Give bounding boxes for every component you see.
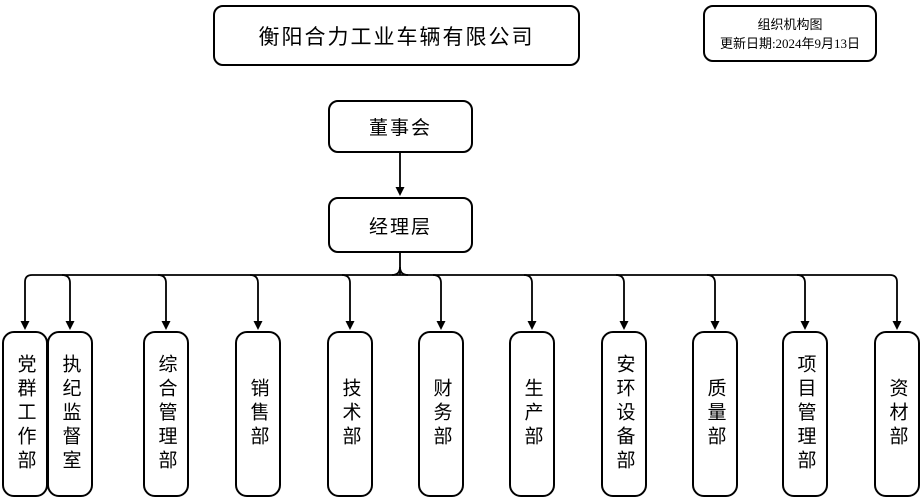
node-board-label: 董事会 bbox=[368, 118, 432, 139]
department-box: 销售部 bbox=[235, 331, 281, 497]
node-management: 经理层 bbox=[328, 197, 473, 253]
department-label: 财务部 bbox=[430, 378, 452, 450]
department-label: 党群工作部 bbox=[14, 354, 36, 474]
department-label: 销售部 bbox=[247, 378, 269, 450]
department-label: 安环设备部 bbox=[613, 354, 635, 474]
department-box: 技术部 bbox=[327, 331, 373, 497]
department-label: 资材部 bbox=[886, 378, 908, 450]
department-label: 综合管理部 bbox=[155, 354, 177, 474]
department-box: 生产部 bbox=[509, 331, 555, 497]
department-label: 执纪监督室 bbox=[59, 354, 81, 474]
node-board: 董事会 bbox=[328, 100, 473, 153]
department-label: 质量部 bbox=[704, 378, 726, 450]
department-label: 技术部 bbox=[339, 378, 361, 450]
legend-updated-date: 更新日期:2024年9月13日 bbox=[719, 35, 861, 51]
department-box: 安环设备部 bbox=[601, 331, 647, 497]
department-box: 执纪监督室 bbox=[47, 331, 93, 497]
legend-title: 组织机构图 bbox=[757, 16, 823, 32]
company-title-box: 衡阳合力工业车辆有限公司 bbox=[213, 5, 580, 66]
department-box: 质量部 bbox=[692, 331, 738, 497]
department-label: 生产部 bbox=[521, 378, 543, 450]
node-management-label: 经理层 bbox=[368, 216, 432, 238]
company-title: 衡阳合力工业车辆有限公司 bbox=[258, 24, 535, 49]
department-box: 财务部 bbox=[418, 331, 464, 497]
department-box: 项目管理部 bbox=[782, 331, 828, 497]
department-box: 资材部 bbox=[874, 331, 920, 497]
department-label: 项目管理部 bbox=[794, 354, 816, 474]
department-box: 综合管理部 bbox=[143, 331, 189, 497]
department-box: 党群工作部 bbox=[2, 331, 48, 497]
legend-box: 组织机构图 更新日期:2024年9月13日 bbox=[703, 5, 877, 62]
